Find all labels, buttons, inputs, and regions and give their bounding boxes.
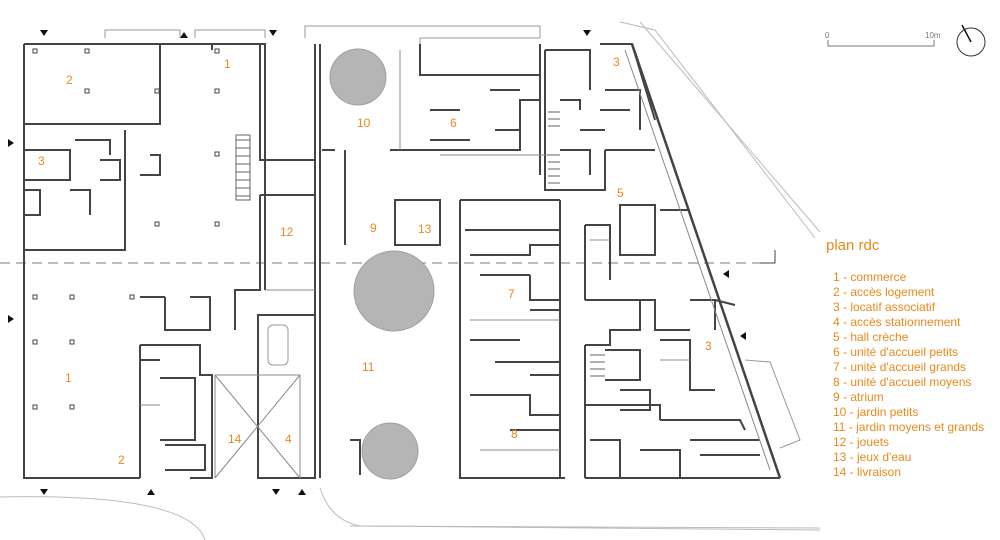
scale-end: 10m (925, 31, 941, 40)
room-number: 10 (357, 116, 371, 130)
legend-item: 14 - livraison (833, 465, 902, 479)
triangle-arrow-icon (147, 489, 155, 495)
room-number: 3 (705, 339, 712, 353)
room-number: 4 (285, 432, 292, 446)
scale-bar: 0 10m (825, 31, 941, 47)
triangle-arrow-icon (269, 30, 277, 36)
angled-facade (630, 43, 782, 479)
partitions (140, 50, 690, 479)
room-number: 3 (613, 55, 620, 69)
room-number: 3 (38, 154, 45, 168)
room-number: 1 (224, 57, 231, 71)
scale-zero: 0 (825, 31, 830, 40)
legend-item: 10 - jardin petits (833, 405, 919, 419)
triangle-arrow-icon (40, 30, 48, 36)
room-number: 1 (65, 371, 72, 385)
legend-item: 8 - unité d'accueil moyens (833, 375, 972, 389)
room-number: 6 (450, 116, 457, 130)
section-mark-right (760, 250, 776, 264)
angled-facade-inner (624, 49, 771, 471)
triangle-arrow-icon (180, 32, 188, 38)
room-number: 7 (508, 287, 515, 301)
tree-icon (361, 422, 419, 480)
triangle-arrow-icon (723, 270, 729, 278)
legend-item: 13 - jeux d'eau (833, 450, 912, 464)
triangle-arrow-icon (40, 489, 48, 495)
triangle-arrow-icon (8, 139, 14, 147)
legend-item: 2 - accès logement (833, 285, 935, 299)
triangle-arrow-icon (272, 489, 280, 495)
street-outline (0, 21, 821, 540)
building-walls (23, 43, 780, 479)
room-number: 11 (362, 360, 375, 374)
triangle-arrow-icon (298, 489, 306, 495)
plan-title: plan rdc (826, 237, 880, 254)
structural-columns (32, 48, 220, 410)
roof-edges (104, 25, 801, 449)
legend-item: 1 - commerce (833, 270, 907, 284)
legend-item: 7 - unité d'accueil grands (833, 360, 967, 374)
triangle-arrow-icon (8, 315, 14, 323)
north-arrow-icon (956, 24, 986, 57)
legend-item: 3 - locatif associatif (833, 300, 936, 314)
tree-icon (329, 48, 387, 106)
car-icon (267, 324, 289, 366)
stairs (235, 111, 605, 377)
room-number: 9 (370, 221, 377, 235)
legend-item: 4 - accès stationnement (833, 315, 961, 329)
entrance-arrows (8, 30, 746, 495)
room-number: 8 (511, 427, 518, 441)
legend-item: 5 - hall crèche (833, 330, 909, 344)
legend-item: 11 - jardin moyens et grands (833, 420, 985, 434)
room-numbers: 1 2 3 1 2 14 4 12 10 9 13 11 6 7 8 3 5 3 (38, 55, 712, 467)
room-number: 14 (228, 432, 242, 446)
legend-item: 9 - atrium (833, 390, 884, 404)
triangle-arrow-icon (740, 332, 746, 340)
trees (329, 48, 435, 480)
room-number: 2 (66, 73, 73, 87)
legend-item: 6 - unité d'accueil petits (833, 345, 959, 359)
room-number: 12 (280, 225, 294, 239)
room-number: 13 (418, 222, 432, 236)
tree-icon (353, 250, 435, 332)
room-number: 2 (118, 453, 125, 467)
room-number: 5 (617, 186, 624, 200)
legend-item: 12 - jouets (833, 435, 890, 449)
triangle-arrow-icon (583, 30, 591, 36)
